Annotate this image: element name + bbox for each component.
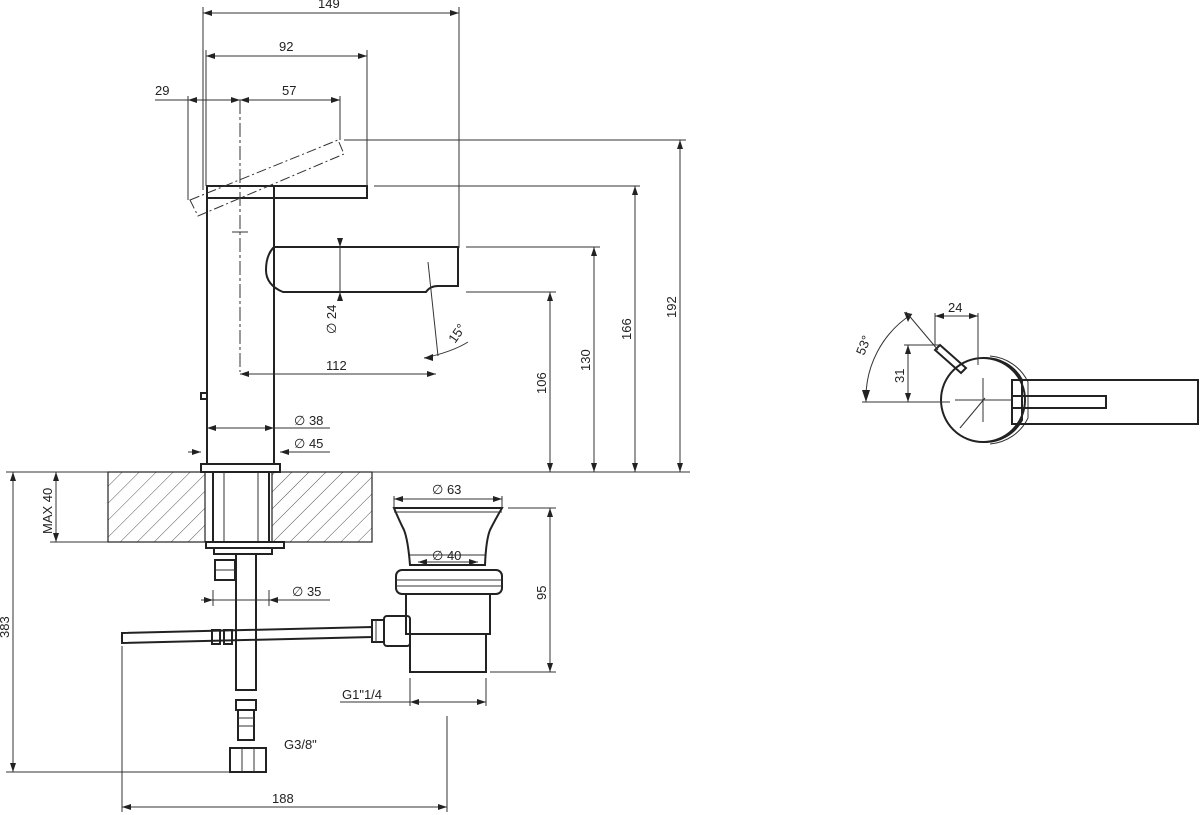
dim-192: 192 [664, 296, 679, 318]
dim-63: ∅ 63 [432, 482, 461, 497]
dim-top-53-deg: 53° [853, 333, 874, 357]
dim-149: 149 [318, 0, 340, 11]
dim-g1-1-4: G1"1/4 [342, 687, 382, 702]
countertop [107, 471, 690, 543]
dim-38-value: 38 [309, 413, 323, 428]
dim-29: 29 [155, 83, 169, 98]
dim-130: 130 [578, 349, 593, 371]
dimension-labels: 149 92 29 57 ∅ 24 15° 112 ∅ 38 ∅ 45 106 … [0, 0, 962, 806]
dim-95: 95 [534, 586, 549, 600]
dim-top-24: 24 [948, 300, 962, 315]
dim-top-31: 31 [892, 369, 907, 383]
dim-106: 106 [534, 372, 549, 394]
dim-24-spout-value: 24 [324, 305, 339, 319]
dim-24-spout: ∅ 24 [324, 305, 339, 334]
dim-38: ∅ 38 [294, 413, 323, 428]
dim-112: 112 [326, 358, 347, 373]
dimension-lines [6, 7, 686, 812]
dim-166: 166 [619, 318, 634, 340]
dim-45: ∅ 45 [294, 436, 323, 451]
dim-g3-8: G3/8" [284, 737, 317, 752]
dim-40: ∅ 40 [432, 548, 461, 563]
faucet-top-view [862, 311, 1199, 445]
dim-max-40: MAX 40 [40, 488, 55, 534]
dim-63-value: 63 [447, 482, 461, 497]
dim-35-value: 35 [307, 584, 321, 599]
waste-fitting [371, 507, 504, 673]
dim-35: ∅ 35 [292, 584, 321, 599]
dim-188: 188 [272, 791, 294, 806]
dim-92: 92 [279, 39, 293, 54]
dim-40-value: 40 [447, 548, 461, 563]
dim-45-value: 45 [309, 436, 323, 451]
dim-57: 57 [282, 83, 296, 98]
dim-15-deg: 15° [445, 321, 469, 346]
faucet-side-view [189, 100, 459, 473]
dim-383: 383 [0, 616, 12, 638]
